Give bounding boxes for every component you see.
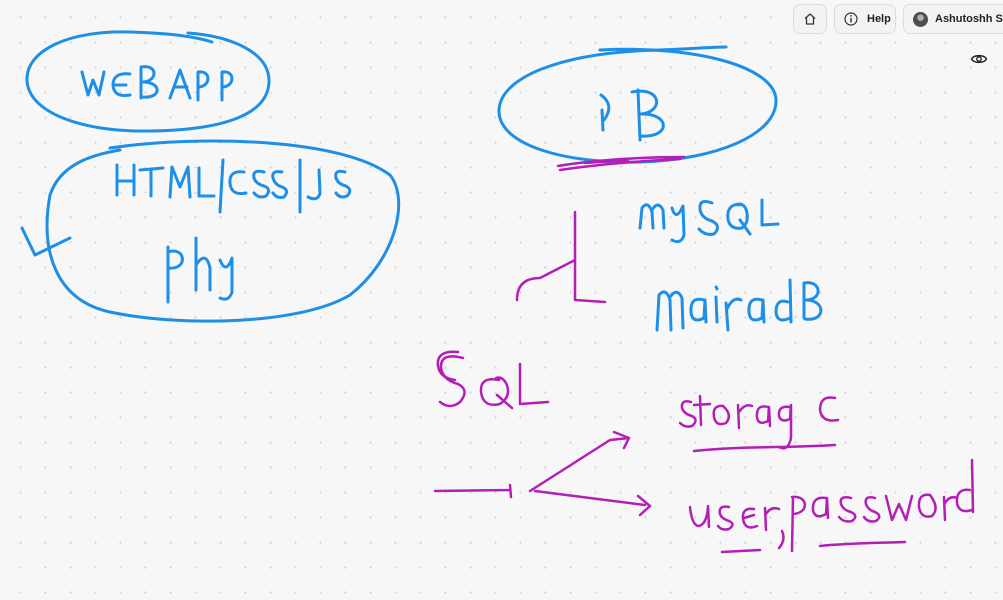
help-label: Help xyxy=(867,13,891,25)
mysql-text xyxy=(638,198,780,244)
frontend-sketch xyxy=(20,139,401,323)
db-branch-arrows xyxy=(515,210,607,304)
sql-text xyxy=(436,350,550,410)
mariadb-text xyxy=(655,278,823,332)
credentials-text xyxy=(688,458,975,554)
arrowhead-left xyxy=(20,226,72,257)
home-icon xyxy=(804,13,816,25)
db-sketch xyxy=(497,45,823,332)
webapp-sketch xyxy=(25,30,271,133)
storage-text xyxy=(678,394,840,453)
sql-branch-arrows xyxy=(433,430,652,517)
help-button[interactable]: Help xyxy=(834,4,896,34)
db-underline xyxy=(556,155,686,172)
frontend-ellipse xyxy=(45,139,401,323)
user-name: Ashutoshh Singh xyxy=(935,13,1003,25)
user-menu-button[interactable]: Ashutoshh Singh xyxy=(903,4,1003,34)
eye-icon[interactable] xyxy=(970,51,988,67)
webapp-ellipse xyxy=(25,30,271,133)
db-text xyxy=(599,88,665,142)
info-icon xyxy=(844,12,858,26)
db-ellipse xyxy=(497,45,778,164)
avatar xyxy=(913,11,928,27)
home-button[interactable] xyxy=(793,4,827,34)
top-toolbar: Help Ashutoshh Singh xyxy=(793,4,1003,34)
frontend-text xyxy=(115,158,352,304)
webapp-text xyxy=(80,65,234,102)
